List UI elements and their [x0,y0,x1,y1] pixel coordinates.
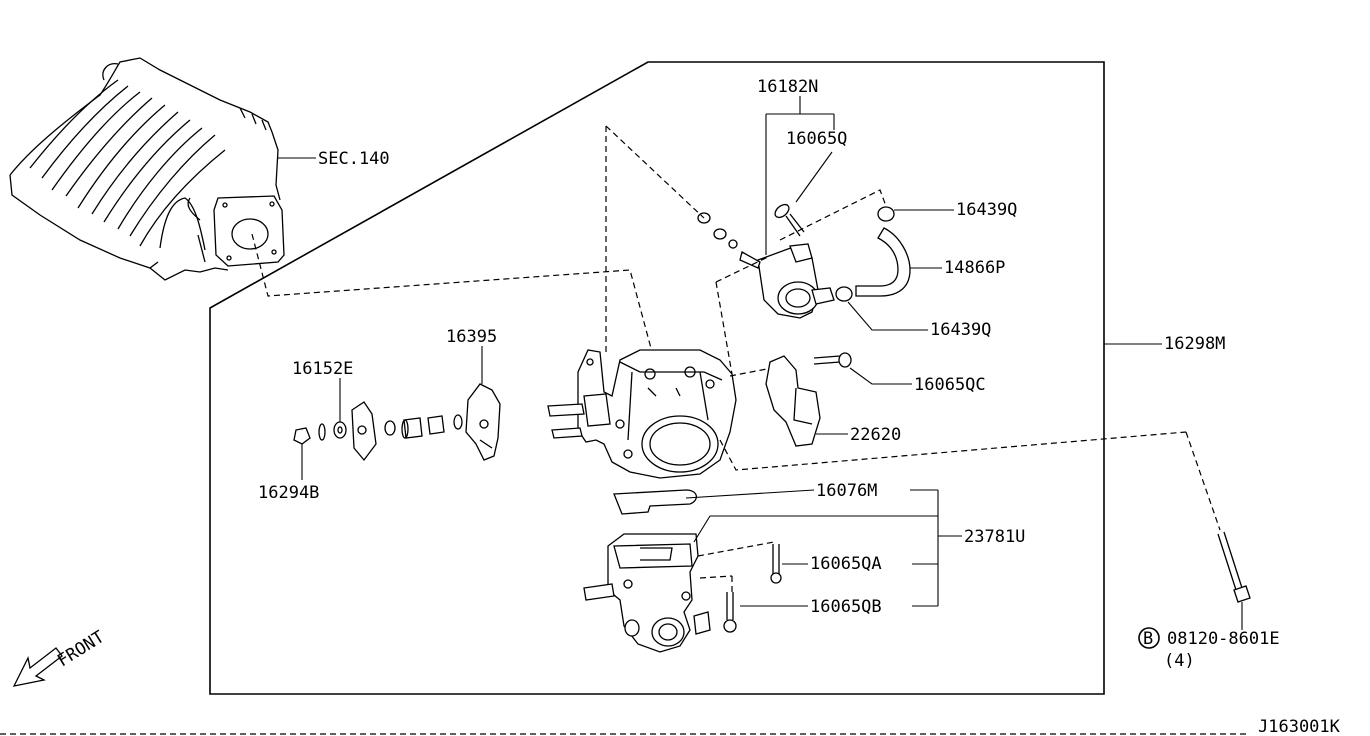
bolt-symbol-circle [1138,627,1160,649]
bushing-icon [384,414,463,439]
screw-16065QC-icon [813,352,852,368]
throttle-position-sensor-22620-icon [765,355,821,447]
part-14866P-label: 14866P [944,258,1005,278]
throttle-lever-icon [351,401,377,462]
part-22620-label: 22620 [850,425,901,445]
hose-clamp-16439Q-bottom-icon [835,286,853,302]
part-16298M-label: 16298M [1164,334,1225,354]
front-label: FRONT [54,627,108,671]
part-16065QB-label: 16065QB [810,597,882,617]
throttle-body-icon [547,349,737,479]
part-16065QC-label: 16065QC [914,375,986,395]
intake-manifold-illustration [9,57,285,281]
hose-clamp-16439Q-top-icon [877,206,895,222]
idle-air-control-valve-icon [583,533,711,653]
gasket-16076M-icon [613,489,697,515]
hose-14866P-icon [855,227,911,297]
o-ring-icon [697,212,738,249]
part-23781U-label: 23781U [964,527,1025,547]
drawing-id-label: J163001K [1258,717,1341,736]
section-ref-label: SEC.140 [318,149,390,169]
part-16076M-label: 16076M [816,481,877,501]
front-arrow-icon [12,647,63,687]
screw-16065QA-icon [770,544,782,584]
part-16065QA-label: 16065QA [810,554,882,574]
part-16065Q-label: 16065Q [786,129,847,149]
part-16439Q-bottom-label: 16439Q [930,320,991,340]
air-valve-16182N-icon [739,243,835,319]
part-16182N-label: 16182N [757,77,818,97]
screw-16065QB-icon [723,592,737,633]
washer-icon [318,423,326,441]
spring-washer-16152E-icon [333,421,347,439]
nut-16294B-icon [293,427,311,445]
throttle-cam-16395-icon [465,383,501,461]
part-16395-label: 16395 [446,327,497,347]
bolt-quantity-label: (4) [1164,651,1195,671]
part-16439Q-top-label: 16439Q [956,200,1017,220]
assembly-frame [209,61,1105,695]
part-16152E-label: 16152E [292,359,353,379]
part-08120-8601E-label: 08120-8601E [1167,629,1280,649]
bolt-symbol-label: B [1143,629,1153,649]
bolt-08120-8601E-icon [1217,531,1251,603]
part-16294B-label: 16294B [258,483,319,503]
